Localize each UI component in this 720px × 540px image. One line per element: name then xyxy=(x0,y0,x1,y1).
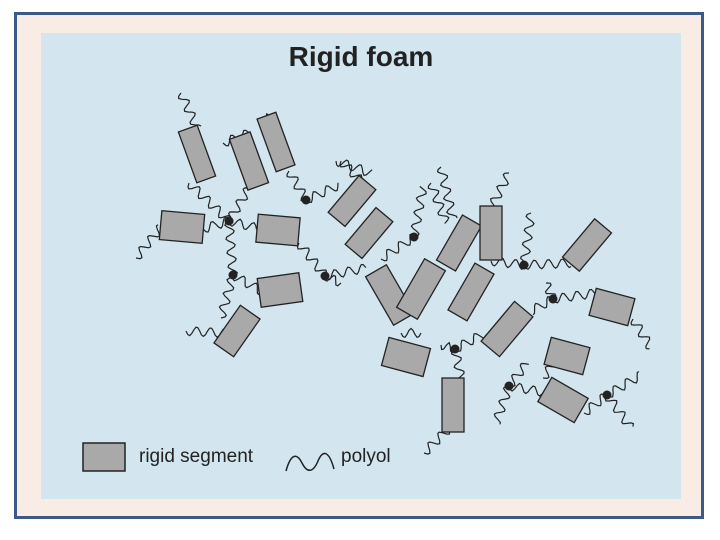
figure-title: Rigid foam xyxy=(288,41,434,72)
polyol-chain xyxy=(380,233,413,262)
rigid-segment xyxy=(255,213,301,247)
polyol-chain xyxy=(423,427,451,455)
crosslink-dot xyxy=(519,260,529,270)
legend-polyol-icon xyxy=(285,452,335,472)
foam-network-diagram xyxy=(82,92,651,472)
legend-rigid-segment-label: rigid segment xyxy=(139,446,254,467)
rigid-segment xyxy=(536,376,590,424)
rigid-segment xyxy=(380,336,432,378)
polyol-chain xyxy=(436,166,458,219)
rigid-segment xyxy=(327,174,377,228)
rigid-segment xyxy=(441,377,465,433)
crosslink-dot xyxy=(504,381,514,391)
polyol-chain xyxy=(232,275,260,296)
polyol-chain xyxy=(305,182,339,204)
polyol-chain xyxy=(552,288,597,304)
legend xyxy=(82,442,335,472)
polyol-chain xyxy=(489,172,510,211)
polyol-chain xyxy=(228,187,250,224)
polyol-chain xyxy=(187,182,232,220)
rigid-segment xyxy=(543,336,591,376)
crosslink-dot xyxy=(602,390,612,400)
rigid-segment xyxy=(479,205,503,261)
polyol-chain xyxy=(224,220,239,276)
polyol-chain xyxy=(508,362,529,388)
rigid-segment xyxy=(256,111,296,173)
polyol-chain xyxy=(286,170,306,202)
crosslink-dot xyxy=(409,232,419,242)
polyol-chain xyxy=(324,274,342,287)
polyol-chain xyxy=(523,258,572,270)
rigid-segment xyxy=(447,262,495,322)
legend-polyol-label: polyol xyxy=(341,446,391,467)
polyol-chain xyxy=(296,242,328,277)
rigid-segment xyxy=(480,300,534,358)
polyol-chain xyxy=(606,370,640,398)
crosslink-points xyxy=(224,195,612,400)
polyol-chain xyxy=(490,257,524,270)
polyol-chain xyxy=(450,348,465,380)
crosslink-dot xyxy=(224,216,234,226)
polyol-chain xyxy=(400,327,422,339)
figure-panel: Rigid foam rigid segment polyol xyxy=(41,33,681,499)
polyol-chain xyxy=(410,185,427,238)
polyol-chain xyxy=(493,385,511,425)
rigid-segment xyxy=(395,257,447,321)
polyol-chain xyxy=(532,296,554,316)
rigid-segment xyxy=(344,206,394,260)
rigid-segment xyxy=(177,124,217,184)
slide-frame: Rigid foam rigid segment polyol xyxy=(14,12,704,519)
polyol-chain xyxy=(228,218,258,231)
crosslink-dot xyxy=(450,344,460,354)
polyol-chain xyxy=(454,333,487,352)
polyol-chain xyxy=(544,282,557,300)
polyol-chain xyxy=(135,224,161,260)
crosslink-dot xyxy=(228,270,238,280)
polyol-chain xyxy=(335,159,373,176)
rigid-segments xyxy=(158,111,636,433)
polyol-chain xyxy=(202,216,229,233)
polyol-chain xyxy=(520,212,535,266)
polyol-chain xyxy=(218,275,238,319)
polyol-chain xyxy=(583,393,609,416)
polyol-chain xyxy=(324,263,367,281)
rigid-segment xyxy=(561,217,613,273)
polyol-chain xyxy=(604,394,635,427)
rigid-segment xyxy=(256,271,304,309)
legend-rigid-segment-swatch xyxy=(82,442,126,472)
rigid-segment xyxy=(213,304,261,358)
polyol-chain xyxy=(427,182,450,224)
rigid-segment xyxy=(228,131,270,191)
rigid-segment xyxy=(588,287,636,327)
rigid-segment xyxy=(435,214,483,272)
crosslink-dot xyxy=(301,195,311,205)
rigid-segment xyxy=(158,209,206,245)
crosslink-dot xyxy=(548,294,558,304)
polyol-chain xyxy=(177,92,202,127)
crosslink-dot xyxy=(320,271,330,281)
polyol-chain xyxy=(630,318,651,350)
